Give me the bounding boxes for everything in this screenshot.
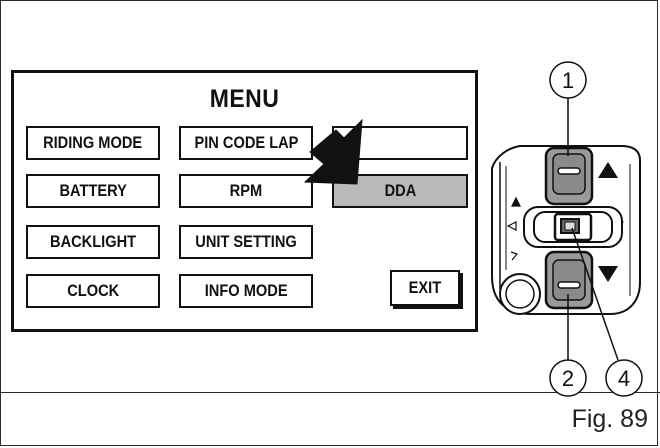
menu-item-rpm[interactable]: RPM	[179, 174, 313, 208]
menu-item-info-mode[interactable]: INFO MODE	[179, 274, 313, 308]
menu-item-clock[interactable]: CLOCK	[26, 274, 160, 308]
up-button[interactable]	[544, 146, 594, 206]
down-arrow-icon	[598, 266, 618, 282]
menu-item-riding-mode[interactable]: RIDING MODE	[26, 126, 160, 160]
dashboard-screen: MENU RIDING MODE PIN CODE LAP BATTERY RP…	[11, 70, 478, 332]
callout-leaders	[567, 98, 619, 361]
exit-button[interactable]: EXIT	[390, 270, 460, 306]
callout-2: 2	[549, 359, 587, 397]
selection-arrow-icon	[303, 118, 363, 185]
menu-title: MENU	[209, 85, 280, 113]
up-arrow-icon	[598, 162, 618, 178]
menu-item-unit-setting[interactable]: UNIT SETTING	[179, 225, 313, 259]
round-knob	[499, 273, 541, 315]
menu-item-battery[interactable]: BATTERY	[26, 174, 160, 208]
down-button[interactable]	[544, 250, 594, 310]
figure-divider	[0, 392, 660, 393]
handlebar-switch	[491, 145, 641, 315]
svg-text:1: 1	[562, 68, 574, 93]
menu-item-pin-code-lap[interactable]: PIN CODE LAP	[179, 126, 313, 160]
svg-text:4: 4	[618, 366, 630, 391]
joystick-button[interactable]	[523, 206, 623, 248]
menu-item-backlight[interactable]: BACKLIGHT	[26, 225, 160, 259]
callout-4: 4	[605, 359, 643, 397]
callout-1: 1	[549, 61, 587, 99]
svg-text:2: 2	[562, 366, 574, 391]
figure-label: Fig. 89	[571, 405, 648, 433]
